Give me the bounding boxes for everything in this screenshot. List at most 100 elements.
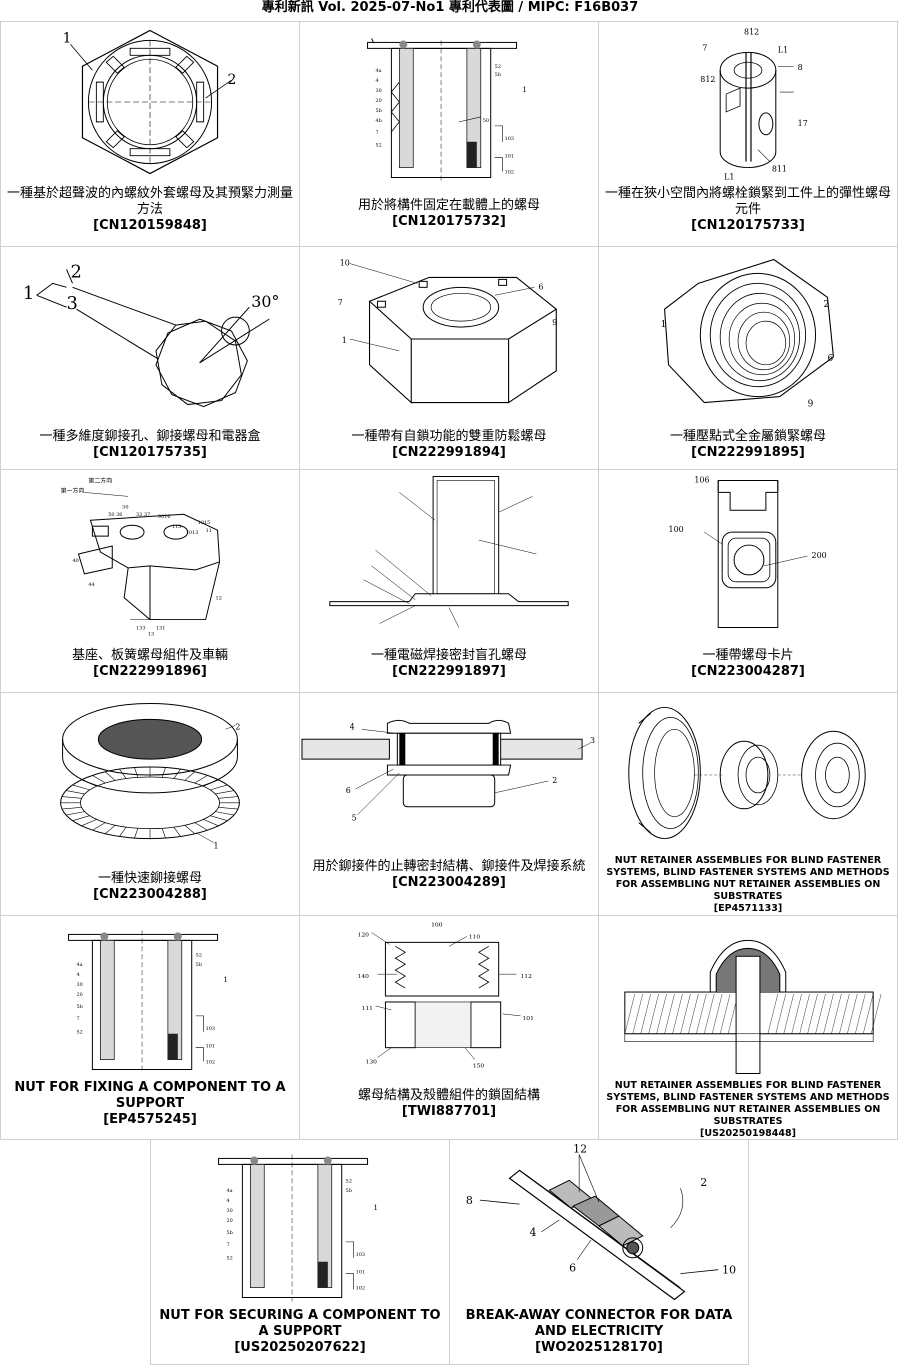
patent-id[interactable]: [CN222991897]	[306, 664, 592, 680]
patent-card[interactable]: 1 2 6 9 一種壓點式全金屬鎖緊螺母 [CN222991895]	[598, 246, 898, 470]
svg-text:9016: 9016	[158, 514, 171, 520]
figure-label: 8	[798, 63, 803, 72]
patent-caption: BREAK-AWAY CONNECTOR FOR DATA AND ELECTR…	[450, 1304, 748, 1356]
figure-label: 7	[338, 298, 343, 307]
figure-label: 130	[366, 1059, 378, 1066]
patent-card[interactable]: 4a43020 5b752 525b103 101102 1 NUT FOR S…	[150, 1139, 450, 1365]
figure-label: 1	[224, 976, 228, 984]
patent-card[interactable]: NUT RETAINER ASSEMBLIES FOR BLIND FASTEN…	[598, 692, 898, 916]
patent-card[interactable]: 3050 3632 37 90161131013 10151140 441213…	[0, 469, 300, 693]
patent-id[interactable]: [CN120175733]	[605, 218, 891, 234]
patent-figure: 1 2	[1, 22, 299, 182]
figure-label: 6	[538, 282, 543, 291]
svg-text:52: 52	[375, 143, 381, 149]
svg-text:5b: 5b	[346, 1188, 352, 1194]
patent-title: 用於鉚接件的止轉密封結構、鉚接件及焊接系統	[306, 859, 592, 875]
patent-figure: 4a43020 5b752 525b103 101102 1	[151, 1140, 449, 1304]
patent-id[interactable]: [TWI887701]	[306, 1104, 592, 1120]
svg-text:30: 30	[122, 504, 128, 510]
patent-id[interactable]: [EP4575245]	[7, 1112, 293, 1128]
patent-id[interactable]: [CN222991896]	[7, 664, 293, 680]
patent-figure: 4a43020 5b4b752 525b50103 101102 1	[300, 22, 598, 190]
figure-label: 12	[573, 1142, 587, 1155]
leaf-spring-base-drawing: 3050 3632 37 90161131013 10151140 441213…	[1, 470, 299, 638]
patent-figure: 1 2 6 9	[599, 247, 897, 427]
patent-id[interactable]: [CN120175735]	[7, 445, 293, 461]
figure-label: 5	[352, 814, 357, 823]
svg-text:5b: 5b	[226, 1230, 232, 1236]
patent-id[interactable]: [US20250207622]	[157, 1340, 443, 1356]
svg-text:44: 44	[88, 582, 94, 588]
patent-card[interactable]: 4 3 2 6 5 用於鉚接件的止轉密封結構、鉚接件及焊接系統 [CN22300…	[299, 692, 599, 916]
svg-text:30: 30	[76, 982, 82, 988]
svg-text:4a: 4a	[226, 1188, 232, 1194]
svg-text:113: 113	[172, 524, 181, 530]
patent-title: BREAK-AWAY CONNECTOR FOR DATA AND ELECTR…	[456, 1308, 742, 1340]
patent-card[interactable]: 4a43020 5b4b752 525b50103 101102 1 用於將構件…	[299, 21, 599, 247]
patent-card[interactable]: 2 1 一種快速鉚接螺母 [CN223004288]	[0, 692, 300, 916]
patent-id[interactable]: [CN222991895]	[605, 445, 891, 461]
patent-caption: 一種快速鉚接螺母 [CN223004288]	[1, 855, 299, 903]
figure-label: 4	[350, 722, 355, 731]
svg-text:20: 20	[375, 98, 381, 104]
patent-card[interactable]: 12 2 8 4 6 10 BREAK-AWAY CONNECTOR FOR D…	[449, 1139, 749, 1365]
patent-card[interactable]: 1 2 一種基於超聲波的內螺紋外套螺母及其預緊力測量方法 [CN12015984…	[0, 21, 300, 247]
patent-id[interactable]: [CN223004287]	[605, 664, 891, 680]
svg-text:103: 103	[206, 1026, 215, 1032]
patent-id[interactable]: [CN120175732]	[306, 214, 592, 230]
patent-card[interactable]: 812 L1 7 812 8 17 L1 811 一種在狹小空間內將螺栓鎖緊到工…	[598, 21, 898, 247]
nut-ultrasonic-drawing: 1 2	[1, 22, 299, 182]
anti-rotation-seal-drawing: 4 3 2 6 5	[300, 693, 598, 855]
figure-label: 200	[812, 551, 827, 560]
figure-label: 17	[798, 119, 808, 128]
patent-title: 螺母結構及殼體組件的鎖固結構	[306, 1088, 592, 1104]
patent-card[interactable]: 106 100 200 一種帶螺母卡片 [CN223004287]	[598, 469, 898, 693]
patent-caption: NUT FOR SECURING A COMPONENT TO A SUPPOR…	[151, 1304, 449, 1356]
patent-title: 一種基於超聲波的內螺紋外套螺母及其預緊力測量方法	[7, 186, 293, 218]
patent-card[interactable]: NUT RETAINER ASSEMBLIES FOR BLIND FASTEN…	[598, 915, 898, 1140]
patent-id[interactable]: [CN120159848]	[7, 218, 293, 234]
patent-title: NUT RETAINER ASSEMBLIES FOR BLIND FASTEN…	[605, 855, 891, 903]
patent-id[interactable]: [CN223004288]	[7, 887, 293, 903]
figure-label: 第一方向	[61, 486, 85, 494]
figure-label: 100	[669, 525, 684, 534]
figure-label: 4	[529, 1226, 536, 1239]
svg-text:5b: 5b	[495, 72, 501, 78]
patent-id[interactable]: [CN223004289]	[306, 875, 592, 891]
patent-card[interactable]: 一種電磁焊接密封盲孔螺母 [CN222991897]	[299, 469, 599, 693]
svg-text:7: 7	[375, 130, 378, 136]
nut-structure-housing-drawing: 100 120 110 140 112 111 101 130 150	[300, 916, 598, 1080]
patent-title: 基座、板簧螺母組件及車輛	[7, 648, 293, 664]
patent-card[interactable]: 100 120 110 140 112 111 101 130 150 螺母結構…	[299, 915, 599, 1140]
patent-title: 一種帶有自鎖功能的雙重防鬆螺母	[306, 429, 592, 445]
svg-text:101: 101	[206, 1044, 215, 1050]
quick-rivet-nut-drawing: 2 1	[1, 693, 299, 855]
figure-label: 2	[227, 72, 236, 88]
patent-id[interactable]: [CN222991894]	[306, 445, 592, 461]
nut-retainer-exploded-drawing	[599, 693, 897, 853]
nut-retainer-section-drawing	[599, 916, 897, 1078]
patent-card[interactable]: 4a43020 5b752 525b103 101102 1 NUT FOR F…	[0, 915, 300, 1140]
svg-text:102: 102	[356, 1286, 365, 1292]
svg-text:1015: 1015	[198, 520, 211, 526]
figure-label: 8	[466, 1194, 473, 1207]
patent-figure: 106 100 200	[599, 470, 897, 638]
figure-label: 106	[694, 475, 709, 484]
svg-text:32 37: 32 37	[136, 512, 150, 518]
figure-label: 6	[569, 1262, 576, 1275]
patent-figure	[599, 693, 897, 853]
patent-caption: 一種帶螺母卡片 [CN223004287]	[599, 638, 897, 680]
svg-text:52: 52	[226, 1256, 232, 1262]
patent-caption: 一種壓點式全金屬鎖緊螺母 [CN222991895]	[599, 427, 897, 461]
patent-id[interactable]: [WO2025128170]	[456, 1340, 742, 1356]
svg-text:4: 4	[226, 1198, 229, 1204]
nut-card-drawing: 106 100 200	[599, 470, 897, 638]
figure-label: 1	[214, 842, 219, 851]
patent-card[interactable]: 2 1 3 30° 一種多維度鉚接孔、鉚接螺母和電器盒 [CN120175735…	[0, 246, 300, 470]
svg-text:52: 52	[76, 1030, 82, 1036]
patent-caption: 一種電磁焊接密封盲孔螺母 [CN222991897]	[300, 638, 598, 680]
patent-card[interactable]: 10 6 7 9 1 一種帶有自鎖功能的雙重防鬆螺母 [CN222991894]	[299, 246, 599, 470]
figure-label: 812	[700, 75, 715, 84]
patent-id[interactable]: [EP4571133]	[605, 903, 891, 915]
patent-title: 一種在狹小空間內將螺栓鎖緊到工件上的彈性螺母元件	[605, 186, 891, 218]
